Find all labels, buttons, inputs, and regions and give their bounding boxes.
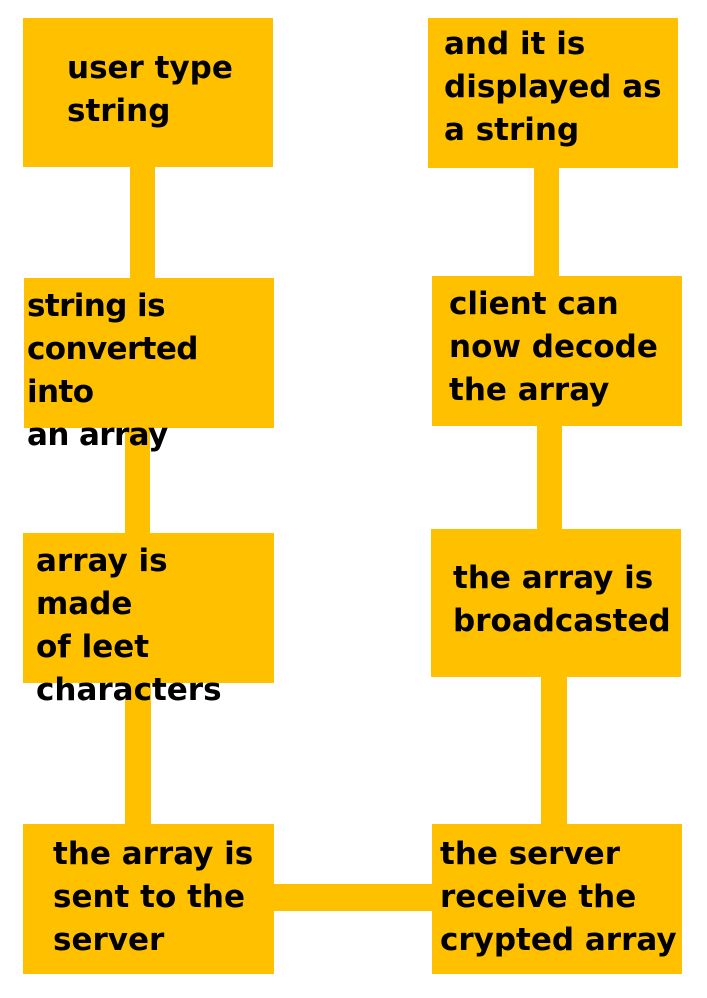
connector-broadcasted-to-decode xyxy=(537,420,562,533)
box-displayed-as-string: and it is displayed as a string xyxy=(428,18,678,168)
box-user-type-string: user type string xyxy=(23,18,273,167)
box-displayed-as-string-label: and it is displayed as a string xyxy=(444,26,662,148)
connector-leet-to-sent xyxy=(125,676,151,831)
box-server-receive: the server receive the crypted array xyxy=(432,824,682,974)
connector-received-to-broadcasted xyxy=(541,670,567,830)
connector-converted-to-leet xyxy=(125,420,150,540)
box-client-decode-label: client can now decode the array xyxy=(449,286,658,408)
connector-user-type-to-converted xyxy=(130,160,155,285)
box-sent-to-server: the array is sent to the server xyxy=(23,824,274,974)
box-sent-to-server-label: the array is sent to the server xyxy=(53,836,254,958)
box-array-broadcasted: the array is broadcasted xyxy=(431,529,681,677)
connector-sent-to-received xyxy=(268,884,438,911)
box-client-decode: client can now decode the array xyxy=(432,276,682,426)
box-array-broadcasted-label: the array is broadcasted xyxy=(453,560,671,639)
box-user-type-string-label: user type string xyxy=(67,50,233,129)
box-string-converted-label: string is converted into an array xyxy=(27,288,199,453)
box-server-receive-label: the server receive the crypted array xyxy=(440,836,677,958)
box-string-converted: string is converted into an array xyxy=(24,278,274,453)
box-leet-characters: array is made of leet characters xyxy=(23,533,274,708)
box-leet-characters-label: array is made of leet characters xyxy=(36,543,222,708)
connector-decode-to-displayed xyxy=(534,160,559,283)
